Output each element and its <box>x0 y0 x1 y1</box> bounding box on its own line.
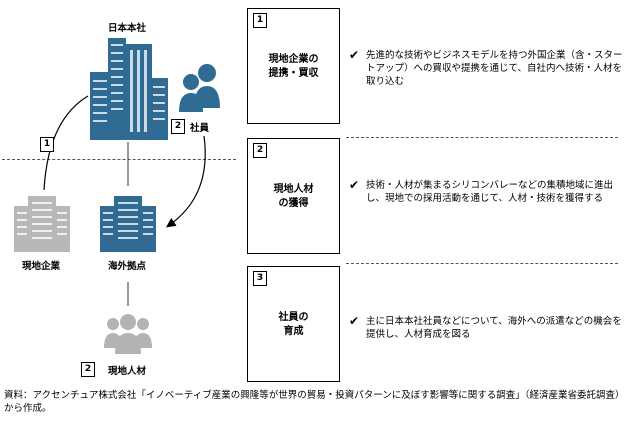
row1-description: 先進的な技術やビジネスモデルを持つ外国企業（含・スタートアップ）への買収や提携を… <box>366 50 623 87</box>
local-company-label: 現地企業 <box>22 261 61 272</box>
divider-row1 <box>346 137 618 138</box>
row2-title: 現地人材 の獲得 <box>273 184 314 209</box>
row1-title-box: 1 現地企業の 提携・買収 <box>247 8 340 124</box>
source-note: 資料：アクセンチュア株式会社「イノベーティブ産業の興隆等が世界の貿易・投資パター… <box>4 390 620 414</box>
overseas-base-building-icon <box>100 196 156 252</box>
local-talent-people-icon <box>104 314 152 354</box>
row2-check-icon: ✔ <box>349 178 360 192</box>
headquarters-label: 日本本社 <box>108 23 147 34</box>
local-company-building-icon <box>14 196 70 252</box>
headquarters-building-icon <box>90 38 168 140</box>
row2-description: 技術・人材が集まるシリコンバレーなどの集積地域に進出し、現地での採用活動を通じて… <box>366 180 614 204</box>
employee-people-icon <box>179 64 220 112</box>
employee-label: 社員 <box>190 123 210 134</box>
divider-row2 <box>346 263 618 264</box>
divider-left <box>2 159 236 160</box>
row1-number-badge: 1 <box>253 13 267 28</box>
row1-check-icon: ✔ <box>349 48 360 62</box>
employee-number-badge: 2 <box>171 119 185 134</box>
row3-check-icon: ✔ <box>349 314 360 328</box>
row3-number-badge: 3 <box>253 271 267 286</box>
local-company-number-badge: 1 <box>40 137 54 152</box>
row2-title-box: 2 現地人材 の獲得 <box>247 138 340 254</box>
local-talent-number-badge: 2 <box>81 362 95 377</box>
row3-title-box: 3 社員の 育成 <box>247 266 340 382</box>
row3-description: 主に日本本社社員などについて、海外への派遣などの機会を提供し、人材育成を図る <box>366 316 622 340</box>
overseas-base-label: 海外拠点 <box>108 261 147 272</box>
connector-lines <box>43 95 206 306</box>
row2-number-badge: 2 <box>253 143 267 158</box>
row1-title: 現地企業の 提携・買収 <box>268 54 319 79</box>
local-talent-label: 現地人材 <box>108 366 147 377</box>
row3-title: 社員の 育成 <box>278 312 309 337</box>
